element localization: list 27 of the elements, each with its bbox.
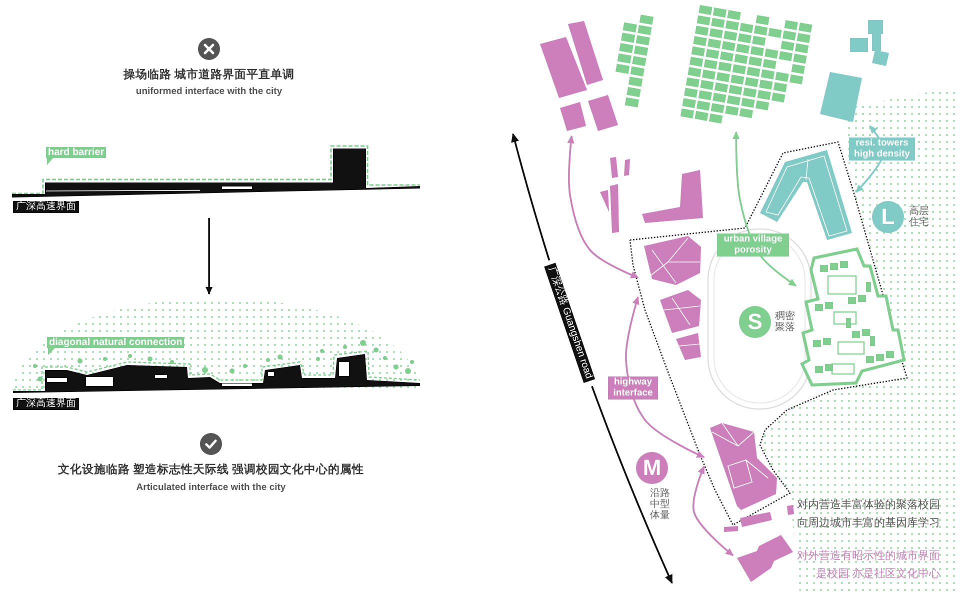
arrow	[567, 135, 639, 278]
edge-label: resi. towers high density	[849, 138, 915, 160]
note-text: 是校园 亦是社区文化中心	[816, 567, 940, 581]
marker-caption: 高层住宅	[909, 206, 929, 228]
road-tag: 广深高速界面	[13, 201, 79, 213]
edge-label: urban village porosity	[717, 234, 789, 256]
heading: 操场临路 城市道路界面平直单调	[123, 69, 295, 82]
note-text: 对外营造有昭示性的城市界面	[797, 549, 940, 563]
arrow	[692, 466, 734, 556]
subheading: Articulated interface with the city	[136, 482, 286, 493]
road-tag: 广深高速界面	[13, 398, 79, 410]
subheading: uniformed interface with the city	[136, 86, 282, 97]
building-footprints	[598, 155, 705, 235]
arrow	[205, 218, 213, 295]
section-drawing	[12, 144, 420, 216]
note-text: 向周边城市丰富的基因库学习	[797, 516, 940, 530]
heading: 文化设施临路 塑造标志性天际线 强调校园文化中心的属性	[58, 464, 364, 477]
marker-caption: 稠密聚落	[775, 311, 795, 333]
arrow	[625, 296, 705, 458]
campus-building-plan	[798, 246, 908, 388]
edge-label: highway interface	[608, 376, 658, 400]
building-footprints	[538, 20, 620, 134]
scale-marker: S	[739, 306, 771, 338]
scale-marker: M	[636, 452, 668, 484]
note-text: 对内营造丰富体验的聚落校园	[797, 498, 940, 512]
building-footprint	[735, 532, 795, 584]
marker-caption: 沿路中型体量	[650, 488, 670, 521]
